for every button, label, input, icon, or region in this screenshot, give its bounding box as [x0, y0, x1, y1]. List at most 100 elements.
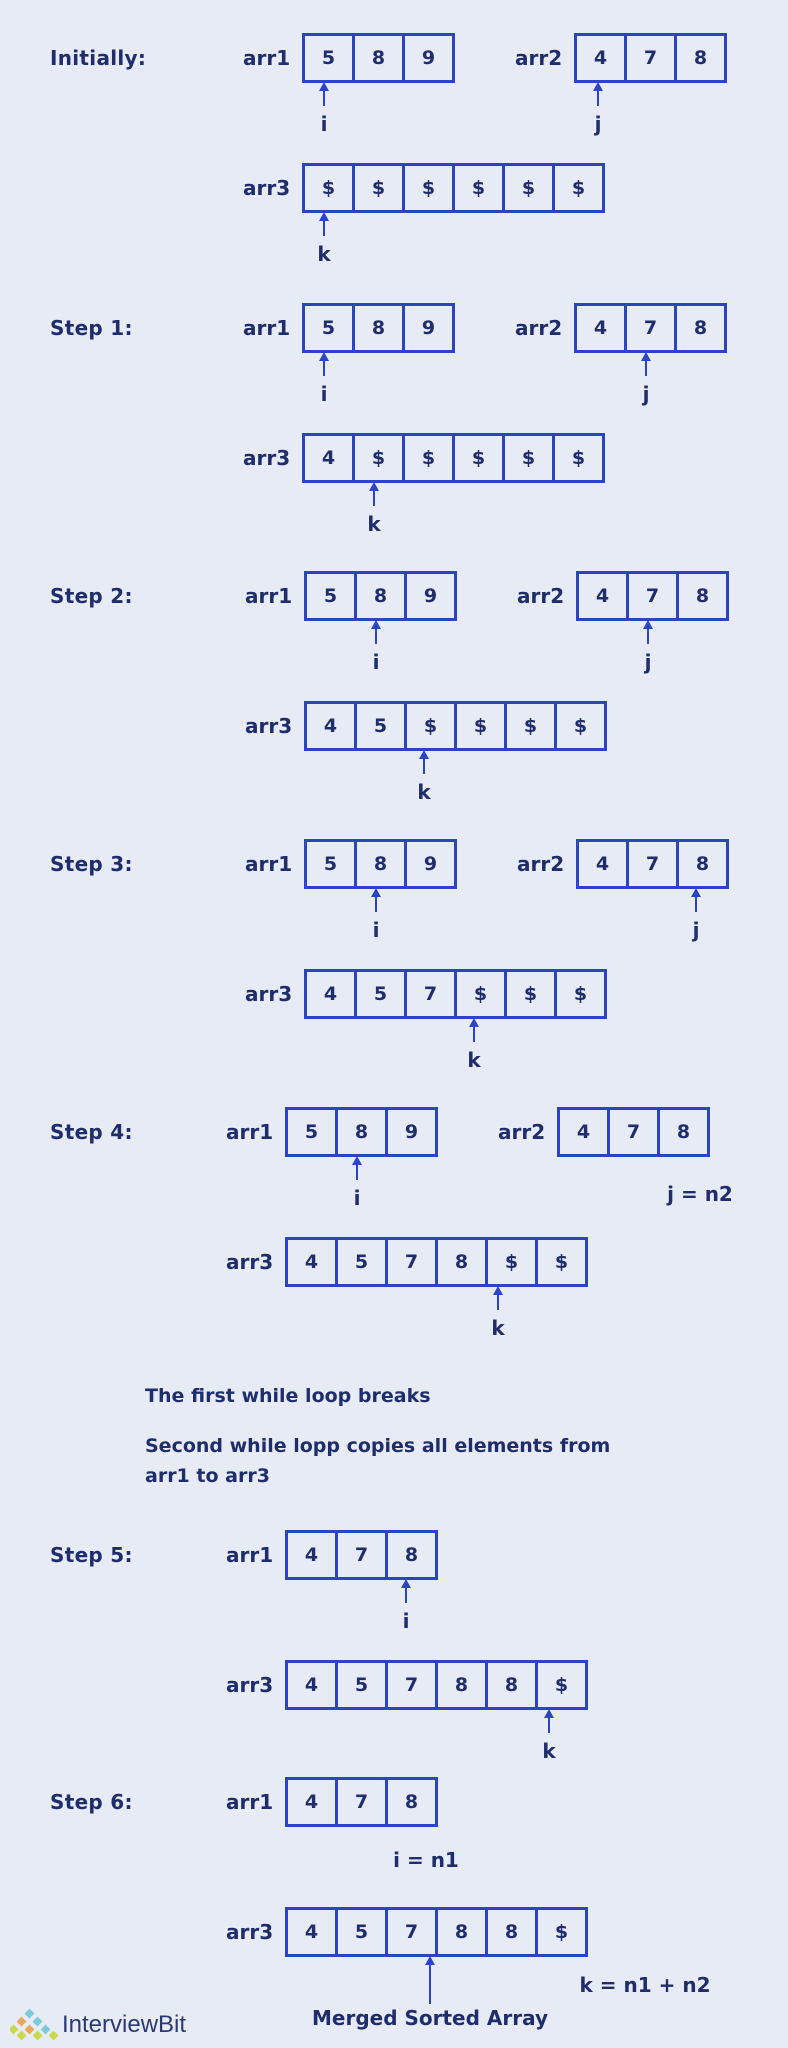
- pointer-k: k: [542, 1739, 556, 1763]
- arr1-cells: 4 7 8: [285, 1530, 438, 1580]
- array-cell: $: [573, 983, 588, 1005]
- brand-name: InterviewBit: [62, 2011, 187, 2038]
- array-cell: 8: [438, 1240, 488, 1284]
- array-cell: 8: [355, 306, 405, 350]
- array-cell: 4: [307, 704, 357, 748]
- pointer-k: k: [417, 780, 431, 804]
- pointer-i: i: [372, 918, 380, 942]
- arr3-cells: 4 5 7 8 8 $: [285, 1907, 588, 1957]
- arr3-cells: 4 5 $ $ $ $: [304, 701, 607, 751]
- array-cell: 7: [627, 306, 677, 350]
- pointer-j: j: [692, 918, 700, 942]
- arr3-cells: 4 5 7 8 $ $: [285, 1237, 588, 1287]
- arr3-cells: 4 $ $ $ $ $: [302, 433, 605, 483]
- pointer-i: i: [372, 650, 380, 674]
- array-cell: $: [488, 1240, 538, 1284]
- array-cell: 8: [693, 47, 708, 69]
- array-cell: 7: [629, 574, 679, 618]
- pointer-k: k: [317, 242, 331, 266]
- array-cell: $: [507, 972, 557, 1016]
- array-cell: 8: [488, 1910, 538, 1954]
- interviewbit-logo: InterviewBit: [10, 2008, 186, 2042]
- arr1-cells: 5 8 9: [302, 33, 455, 83]
- array-cell: 8: [338, 1110, 388, 1154]
- array-cell: $: [405, 166, 455, 210]
- array-cell: $: [571, 177, 586, 199]
- pointer-j: j: [642, 382, 650, 406]
- step-label: Step 6:: [50, 1790, 133, 1814]
- array-cell: 8: [404, 1544, 419, 1566]
- arr1-label: arr1: [226, 1790, 274, 1814]
- array-cell: $: [405, 436, 455, 480]
- arr3-label: arr3: [226, 1250, 274, 1274]
- array-cell: 8: [355, 36, 405, 80]
- array-cell: 9: [421, 47, 436, 69]
- pointer-i: i: [320, 112, 328, 136]
- array-cell: 8: [676, 1121, 691, 1143]
- step-label: Step 2:: [50, 584, 133, 608]
- arr1-label: arr1: [245, 584, 293, 608]
- pointer-i: i: [402, 1609, 410, 1633]
- arr1-label: arr1: [226, 1120, 274, 1144]
- arr1-cells: 5 8 9: [302, 303, 455, 353]
- step-label: Step 4:: [50, 1120, 133, 1144]
- array-cell: $: [407, 704, 457, 748]
- note-second-loop-line1: Second while lopp copies all elements fr…: [145, 1435, 611, 1457]
- arr2-label: arr2: [515, 316, 563, 340]
- array-cell: $: [554, 1921, 569, 1943]
- array-cell: 7: [627, 36, 677, 80]
- array-cell: 8: [693, 317, 708, 339]
- arr1-label: arr1: [243, 46, 291, 70]
- arr1-label: arr1: [243, 316, 291, 340]
- array-cell: 5: [357, 704, 407, 748]
- array-cell: 5: [338, 1910, 388, 1954]
- arr3-cells: 4 5 7 $ $ $: [304, 969, 607, 1019]
- pointer-k: k: [467, 1048, 481, 1072]
- step-label: Step 1:: [50, 316, 133, 340]
- array-cell: 8: [357, 574, 407, 618]
- arr2-cells: 4 7 8: [576, 571, 729, 621]
- arr1-cells: 4 7 8: [285, 1777, 438, 1827]
- arr2-label: arr2: [517, 584, 565, 608]
- merged-arrow-head-icon: [425, 1956, 435, 1965]
- merged-caption: Merged Sorted Array: [311, 2006, 549, 2030]
- arr3-label: arr3: [226, 1920, 274, 1944]
- arr3-cells: $ $ $ $ $ $: [302, 163, 605, 213]
- pointer-k: k: [491, 1316, 505, 1340]
- array-cell: 4: [288, 1663, 338, 1707]
- arr3-label: arr3: [245, 982, 293, 1006]
- pointer-j: j: [594, 112, 602, 136]
- pointer-j: j: [644, 650, 652, 674]
- array-cell: 4: [560, 1110, 610, 1154]
- note-second-loop-line2: arr1 to arr3: [145, 1465, 270, 1487]
- array-cell: $: [457, 972, 507, 1016]
- interviewbit-logo-icon: [10, 2008, 59, 2041]
- step-label: Step 5:: [50, 1543, 133, 1567]
- array-cell: $: [554, 1251, 569, 1273]
- arr1-label: arr1: [245, 852, 293, 876]
- array-cell: 7: [388, 1910, 438, 1954]
- array-cell: 4: [288, 1910, 338, 1954]
- array-cell: 4: [288, 1780, 338, 1824]
- array-cell: 7: [388, 1663, 438, 1707]
- array-cell: $: [571, 447, 586, 469]
- array-cell: $: [457, 704, 507, 748]
- pointer-k: k: [367, 512, 381, 536]
- pointer-i: i: [320, 382, 328, 406]
- array-cell: $: [355, 166, 405, 210]
- array-cell: 8: [695, 853, 710, 875]
- pointer-j-equals-n2: j = n2: [667, 1182, 733, 1206]
- array-cell: $: [573, 715, 588, 737]
- array-cell: $: [554, 1674, 569, 1696]
- array-cell: $: [505, 166, 555, 210]
- array-cell: 5: [305, 306, 355, 350]
- array-cell: 4: [577, 306, 627, 350]
- array-cell: $: [305, 166, 355, 210]
- arr2-label: arr2: [517, 852, 565, 876]
- arr2-cells: 4 7 8: [576, 839, 729, 889]
- arr2-cells: 4 7 8: [557, 1107, 710, 1157]
- array-cell: 4: [305, 436, 355, 480]
- array-cell: 5: [288, 1110, 338, 1154]
- array-cell: 8: [357, 842, 407, 886]
- array-cell: 7: [610, 1110, 660, 1154]
